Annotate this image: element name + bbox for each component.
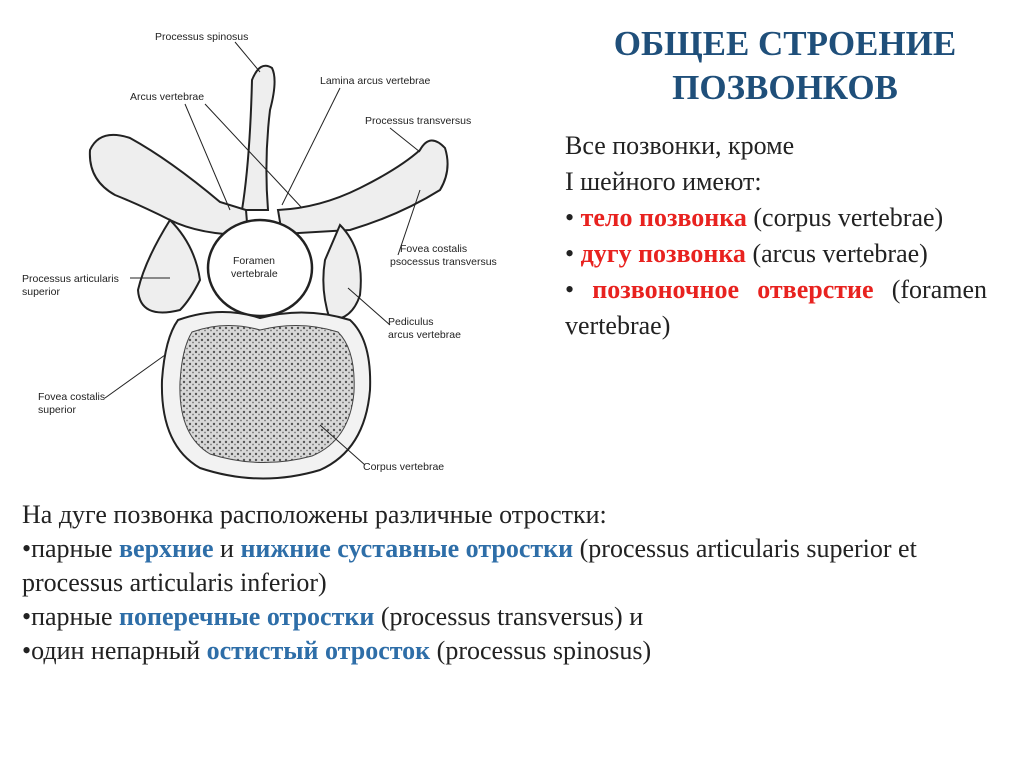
title-line-1: ОБЩЕЕ СТРОЕНИЕ bbox=[613, 24, 957, 63]
processes-transverse: •парные поперечные отростки (processus t… bbox=[22, 600, 1007, 634]
text-fragment: (processus spinosus) bbox=[430, 636, 652, 665]
text-fragment: •один непарный bbox=[22, 636, 207, 665]
label-pediculus-2: arcus vertebrae bbox=[388, 329, 461, 341]
label-articularis-1: Processus articularis bbox=[22, 273, 119, 285]
label-articularis-2: superior bbox=[22, 286, 60, 298]
bullet: • bbox=[565, 275, 575, 304]
term-foramen: позвоночное отверстие bbox=[592, 275, 874, 304]
vertebra-illustration: Processus spinosus Lamina arcus vertebra… bbox=[22, 31, 497, 480]
latin-corpus: (corpus vertebrae) bbox=[753, 203, 944, 232]
processes-intro: На дуге позвонка расположены различные о… bbox=[22, 500, 607, 529]
label-fovea-transversus-2: psocessus transversus bbox=[390, 256, 497, 268]
text-fragment: (processus articularis superior et proce… bbox=[22, 534, 917, 597]
vertebra-bone bbox=[88, 64, 449, 322]
label-fovea-transversus-1: Fovea costalis bbox=[400, 243, 467, 255]
text-fragment: •парные bbox=[22, 602, 119, 631]
foramen-vertebrale bbox=[206, 218, 314, 318]
label-foramen-2: vertebrale bbox=[231, 268, 278, 280]
processes-spinous: •один непарный остистый отросток (proces… bbox=[22, 634, 1007, 668]
label-corpus: Corpus vertebrae bbox=[363, 461, 444, 473]
intro-line-1: Все позвонки, кроме bbox=[565, 131, 795, 160]
term-transverse: поперечные отростки bbox=[118, 602, 375, 631]
slide-title: ОБЩЕЕ СТРОЕНИЕ ПОЗВОНКОВ bbox=[560, 22, 1010, 110]
text-fragment: и bbox=[213, 534, 241, 563]
intro-item: • дугу позвонка (arcus vertebrae) bbox=[565, 236, 987, 272]
term-corpus: тело позвонка bbox=[580, 203, 747, 232]
label-processus-spinosus: Processus spinosus bbox=[155, 31, 248, 43]
term-spinous: остистый отросток bbox=[206, 636, 431, 665]
term-superior: верхние bbox=[118, 534, 214, 563]
label-transversus: Processus transversus bbox=[365, 115, 471, 127]
term-arcus: дугу позвонка bbox=[580, 239, 746, 268]
text-fragment: (processus transversus) и bbox=[374, 602, 644, 631]
intro-item: • позвоночное отверстие (foramen vertebr… bbox=[565, 272, 987, 344]
term-articular: нижние суставные отростки bbox=[240, 534, 574, 563]
intro-item: • тело позвонка (corpus vertebrae) bbox=[565, 200, 987, 236]
label-fovea-superior-1: Fovea costalis bbox=[38, 391, 105, 403]
leader-lines bbox=[104, 41, 421, 466]
latin-foramen: (foramen vertebrae) bbox=[565, 275, 987, 340]
title-line-2: ПОЗВОНКОВ bbox=[672, 68, 898, 107]
processes-articular: •парные верхние и нижние суставные отрос… bbox=[22, 532, 1007, 600]
label-pediculus-1: Pediculus bbox=[388, 316, 434, 328]
label-foramen-1: Foramen bbox=[233, 255, 275, 267]
intro-block: Все позвонки, кроме I шейного имеют: • т… bbox=[565, 128, 987, 344]
intro-line-2: I шейного имеют: bbox=[565, 167, 762, 196]
text-fragment: •парные bbox=[22, 534, 119, 563]
label-fovea-superior-2: superior bbox=[38, 404, 76, 416]
bullet: • bbox=[565, 203, 575, 232]
bullet: • bbox=[565, 239, 575, 268]
corpus-spongy bbox=[179, 324, 355, 464]
processes-block: На дуге позвонка расположены различные о… bbox=[22, 498, 1007, 668]
latin-arcus: (arcus vertebrae) bbox=[752, 239, 928, 268]
label-lamina: Lamina arcus vertebrae bbox=[320, 75, 430, 87]
label-arcus: Arcus vertebrae bbox=[130, 91, 204, 103]
